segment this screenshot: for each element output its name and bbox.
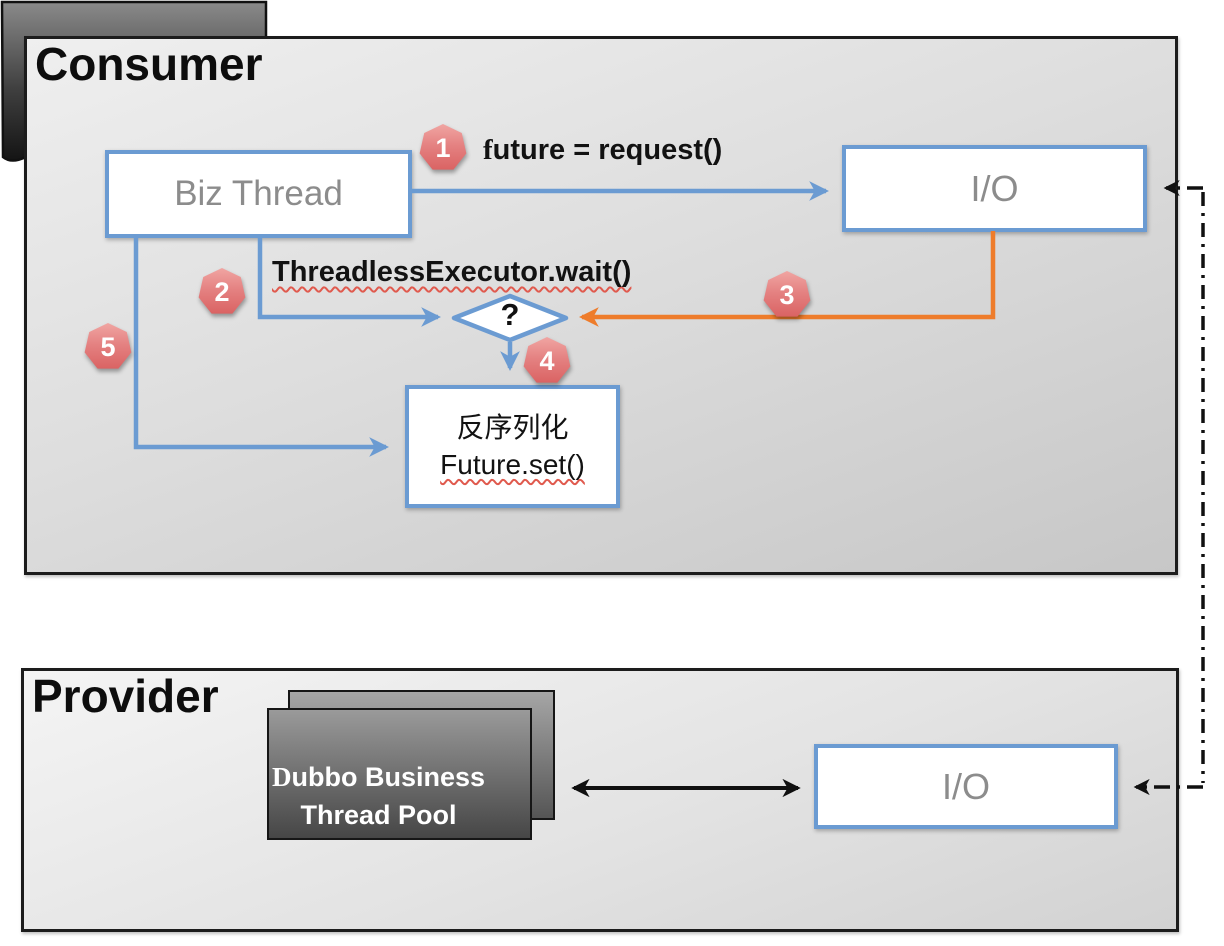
step1-badge: 1 [419, 124, 467, 172]
biz-thread-node: Biz Thread [105, 150, 412, 238]
thread-pool-line2: Thread Pool [300, 800, 457, 830]
step1-badge-label: 1 [419, 124, 467, 170]
provider-title: Provider [32, 670, 219, 722]
step2-badge: 2 [198, 268, 246, 316]
step4-badge-label: 4 [523, 337, 571, 383]
step4-badge: 4 [523, 337, 571, 385]
consumer-io-node: I/O [842, 145, 1147, 232]
step1-label: future = request() [483, 134, 723, 166]
deserialize-node: 反序列化 Future.set() [405, 385, 620, 508]
step2-label: ThreadlessExecutor.wait() [272, 256, 632, 288]
deserialize-line2: Future.set() [440, 448, 585, 480]
step5-badge: 5 [84, 323, 132, 371]
decision-label: ? [500, 297, 520, 332]
consumer-io-label: I/O [970, 167, 1019, 209]
step2-badge-label: 2 [198, 268, 246, 314]
step3-badge-label: 3 [763, 271, 811, 317]
provider-io-node: I/O [814, 744, 1118, 829]
biz-thread-label: Biz Thread [174, 174, 343, 213]
step3-badge: 3 [763, 271, 811, 319]
step5-badge-label: 5 [84, 323, 132, 369]
thread-pool-sheet-middle [267, 708, 532, 840]
consumer-title: Consumer [35, 38, 263, 90]
provider-io-label: I/O [941, 765, 990, 807]
thread-pool-label: Dubbo Business Thread Pool [245, 758, 512, 834]
thread-pool-line1: Dubbo Business [271, 762, 486, 792]
deserialize-line1: 反序列化 [456, 412, 569, 444]
